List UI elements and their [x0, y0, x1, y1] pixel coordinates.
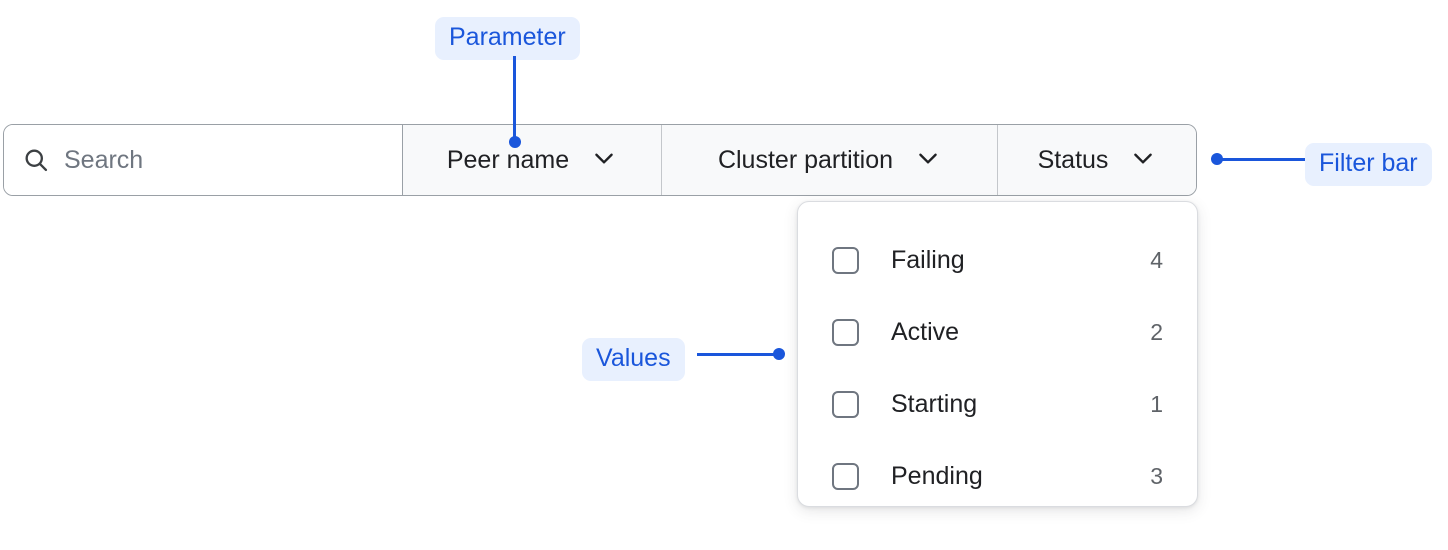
chevron-down-icon [915, 145, 941, 176]
chevron-down-icon [591, 145, 617, 176]
list-item[interactable]: Pending 3 [798, 440, 1197, 512]
annotation-anchor-dot-values [773, 348, 785, 360]
list-item-count: 3 [1150, 462, 1163, 489]
list-item[interactable]: Active 2 [798, 296, 1197, 368]
filter-bar: Peer name Cluster partition Status [3, 124, 1197, 196]
search-input[interactable] [64, 145, 374, 175]
list-item-label: Pending [891, 461, 983, 490]
search-icon [22, 146, 50, 174]
filter-dropdown-status[interactable]: Status [998, 125, 1196, 195]
annotation-label-filter-bar: Filter bar [1305, 143, 1432, 186]
annotation-leader-parameter [513, 56, 516, 142]
list-item-count: 2 [1150, 318, 1163, 345]
filter-dropdown-label: Peer name [446, 145, 570, 174]
checkbox-icon[interactable] [832, 390, 859, 418]
annotation-anchor-dot-filter-bar [1211, 153, 1223, 165]
list-item-count: 4 [1150, 246, 1163, 273]
filter-dropdown-peer-name[interactable]: Peer name [403, 125, 662, 195]
filter-dropdown-label: Status [1037, 145, 1109, 174]
annotation-anchor-dot-parameter [509, 136, 521, 148]
status-values-dropdown-panel: Failing 4 Active 2 Starting 1 Pending 3 [797, 201, 1198, 507]
checkbox-icon[interactable] [832, 318, 859, 346]
filter-dropdown-cluster-partition[interactable]: Cluster partition [662, 125, 998, 195]
chevron-down-icon [1130, 145, 1156, 176]
filter-dropdown-label: Cluster partition [717, 145, 894, 174]
checkbox-icon[interactable] [832, 462, 859, 490]
list-item-label: Starting [891, 389, 978, 418]
annotation-leader-values [697, 353, 777, 356]
annotation-label-parameter: Parameter [435, 17, 580, 60]
annotation-label-values: Values [582, 338, 685, 381]
list-item-label: Failing [891, 245, 965, 274]
search-field[interactable] [4, 125, 403, 195]
list-item[interactable]: Failing 4 [798, 224, 1197, 296]
list-item-count: 1 [1150, 390, 1163, 417]
checkbox-icon[interactable] [832, 246, 859, 274]
list-item[interactable]: Starting 1 [798, 368, 1197, 440]
annotation-leader-filter-bar [1222, 158, 1305, 161]
list-item-label: Active [891, 317, 960, 346]
